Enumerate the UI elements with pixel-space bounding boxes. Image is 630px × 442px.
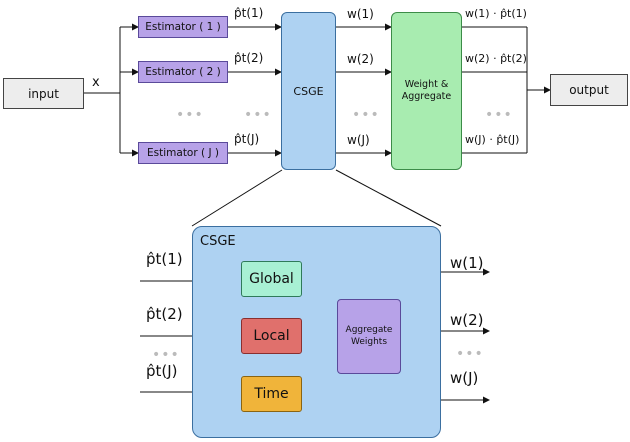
local-label: Local: [253, 328, 290, 344]
detail-output-2-label: w(2): [450, 311, 484, 329]
detail-input-1-label: p̂t(1): [146, 250, 183, 268]
detail-output-j-label: w(J): [450, 369, 479, 387]
csge-label: CSGE: [293, 84, 324, 98]
wp-2-label: w(2) · p̂t(2): [465, 52, 527, 65]
estimator-1-label: Estimator ( 1 ): [145, 21, 221, 33]
detail-input-j-label: p̂t(J): [146, 362, 178, 380]
global-module: Global: [241, 261, 302, 297]
time-label: Time: [254, 386, 289, 402]
p-hat-ellipsis: •••: [244, 107, 272, 123]
p-hat-j-label: p̂t(J): [234, 132, 260, 146]
w-ellipsis: •••: [352, 107, 380, 123]
input-label: input: [28, 86, 59, 101]
estimator-j: Estimator ( J ): [138, 142, 228, 164]
global-label: Global: [249, 271, 294, 287]
estimator-1: Estimator ( 1 ): [138, 16, 228, 38]
local-module: Local: [241, 318, 302, 354]
time-module: Time: [241, 376, 302, 412]
csge-detail-panel: [192, 226, 441, 438]
csge-block: CSGE: [281, 12, 336, 170]
w-j-label: w(J): [347, 133, 370, 147]
csge-detail-title: CSGE: [200, 234, 236, 249]
w-2-label: w(2): [347, 52, 374, 66]
w-1-label: w(1): [347, 7, 374, 21]
input-box: input: [3, 78, 84, 109]
output-label: output: [569, 83, 609, 97]
output-box: output: [550, 74, 628, 106]
aggregate-weights-block: Aggregate Weights: [337, 299, 401, 374]
p-hat-1-label: p̂t(1): [234, 6, 264, 20]
detail-input-ellipsis: •••: [152, 347, 180, 363]
estimator-ellipsis: •••: [176, 107, 204, 123]
aggregate-weights-label: Aggregate Weights: [345, 325, 393, 347]
estimator-2: Estimator ( 2 ): [138, 61, 228, 83]
detail-output-1-label: w(1): [450, 254, 484, 272]
wp-1-label: w(1) · p̂t(1): [465, 7, 527, 20]
weight-aggregate-block: Weight & Aggregate: [391, 12, 462, 170]
wp-j-label: w(J) · p̂t(J): [465, 133, 520, 146]
weight-aggregate-label: Weight & Aggregate: [401, 79, 452, 102]
estimator-2-label: Estimator ( 2 ): [145, 66, 221, 78]
p-hat-2-label: p̂t(2): [234, 51, 264, 65]
detail-output-ellipsis: •••: [456, 346, 484, 362]
wp-ellipsis: •••: [485, 107, 513, 123]
detail-input-2-label: p̂t(2): [146, 305, 183, 323]
estimator-j-label: Estimator ( J ): [147, 147, 219, 159]
x-label: x: [92, 75, 100, 90]
